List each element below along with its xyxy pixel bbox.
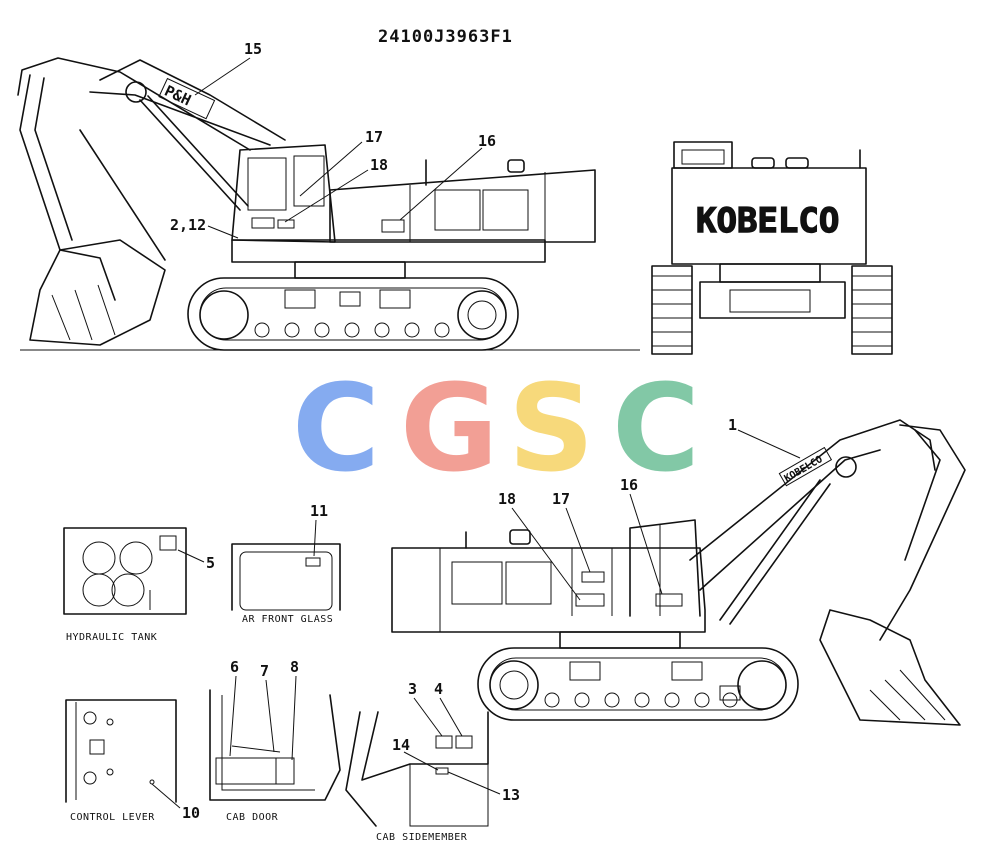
excavator-side-view-bottom: KOBELCO 1 18 17 16 (391, 416, 966, 726)
label-16-bottom: 16 (620, 476, 638, 494)
watermark-letter-c1: C (292, 360, 380, 499)
crawler-track-bottom (477, 647, 799, 721)
label-15-top: 15 (244, 40, 262, 58)
label-17-bottom: 17 (552, 490, 570, 508)
label-8: 8 (290, 658, 299, 676)
detail-cab-sidemember: 3 4 14 13 CAB SIDEMEMBER (345, 680, 520, 843)
watermark-letter-g: G (400, 360, 499, 499)
detail-hydraulic-tank: 5 HYDRAULIC TANK (63, 527, 215, 643)
bucket-bottom (819, 609, 961, 726)
label-1-bottom: 1 (728, 416, 737, 434)
rear-counterweight (671, 167, 867, 265)
watermark-letter-c2: C (612, 360, 700, 499)
label-2-12-top: 2,12 (170, 216, 206, 234)
bucket-top (29, 239, 166, 346)
kobelco-rear-decal: KOBELCO (696, 201, 839, 241)
label-11: 11 (310, 502, 328, 520)
caption-hydraulic-tank: HYDRAULIC TANK (66, 632, 157, 643)
caption-control-lever: CONTROL LEVER (70, 812, 155, 823)
cab-top (231, 144, 336, 243)
label-14: 14 (392, 736, 410, 754)
label-18-top: 18 (370, 156, 388, 174)
detail-control-lever: 10 CONTROL LEVER (65, 699, 200, 823)
caption-front-glass: AR FRONT GLASS (242, 614, 333, 625)
label-5: 5 (206, 554, 215, 572)
label-17-top: 17 (365, 128, 383, 146)
label-18-bottom: 18 (498, 490, 516, 508)
engine-housing (329, 169, 596, 243)
watermark-letter-s: S (508, 360, 594, 499)
label-3: 3 (408, 680, 417, 698)
excavator-side-view-top: P&H 15 17 18 16 2,12 (17, 40, 640, 351)
kobelco-boom-decal: KOBELCO (783, 454, 825, 485)
rear-track-left (651, 265, 693, 355)
watermark: C G S C (292, 360, 700, 499)
label-7: 7 (260, 662, 269, 680)
label-16-top: 16 (478, 132, 496, 150)
label-4: 4 (434, 680, 443, 698)
excavator-rear-view: KOBELCO (651, 141, 893, 355)
caption-cab-sidemember: CAB SIDEMEMBER (376, 832, 468, 843)
detail-cab-door: 6 7 8 CAB DOOR (209, 658, 341, 823)
label-10: 10 (182, 804, 200, 822)
detail-front-glass: 11 AR FRONT GLASS (231, 502, 341, 625)
ph-logo-boom: P&H (162, 82, 194, 110)
rear-track-right (851, 265, 893, 355)
upper-body-bottom (391, 547, 706, 633)
caption-cab-door: CAB DOOR (226, 812, 279, 823)
label-6: 6 (230, 658, 239, 676)
label-13: 13 (502, 786, 520, 804)
drawing-number: 24100J3963F1 (378, 27, 513, 47)
